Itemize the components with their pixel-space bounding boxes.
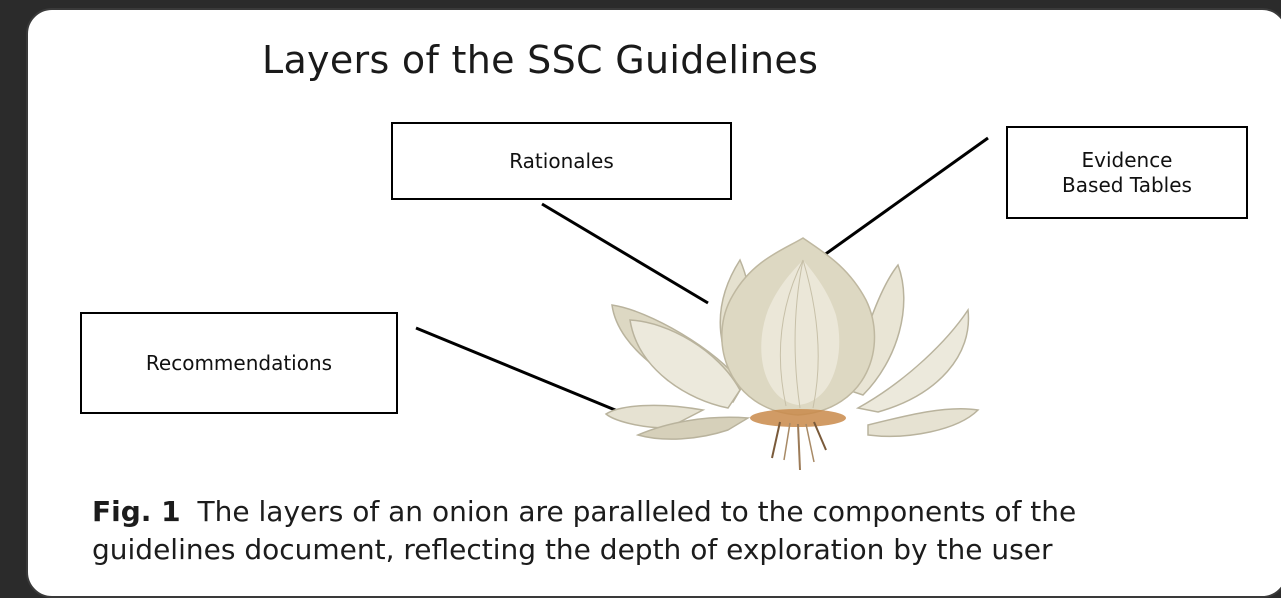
label-recommendations-text: Recommendations xyxy=(146,351,332,376)
caption-fig-label: Fig. 1 xyxy=(92,495,181,528)
onion-roots xyxy=(750,409,846,470)
caption-line-2: guidelines document, reflecting the dept… xyxy=(92,531,1076,569)
label-rationales-text: Rationales xyxy=(509,149,614,174)
leader-line-rationales xyxy=(542,204,708,303)
caption-text-1: The layers of an onion are paralleled to… xyxy=(198,495,1077,528)
label-evidence-based-tables: Evidence Based Tables xyxy=(1006,126,1248,219)
label-evidence-text: Evidence Based Tables xyxy=(1062,148,1192,198)
figure-panel: Layers of the SSC Guidelines xyxy=(26,8,1281,598)
label-recommendations: Recommendations xyxy=(80,312,398,414)
figure-caption: Fig. 1 The layers of an onion are parall… xyxy=(92,493,1076,569)
leader-line-recommendations xyxy=(416,328,620,412)
caption-line-1: Fig. 1 The layers of an onion are parall… xyxy=(92,493,1076,531)
label-rationales: Rationales xyxy=(391,122,732,200)
petal-right-low xyxy=(868,409,978,437)
